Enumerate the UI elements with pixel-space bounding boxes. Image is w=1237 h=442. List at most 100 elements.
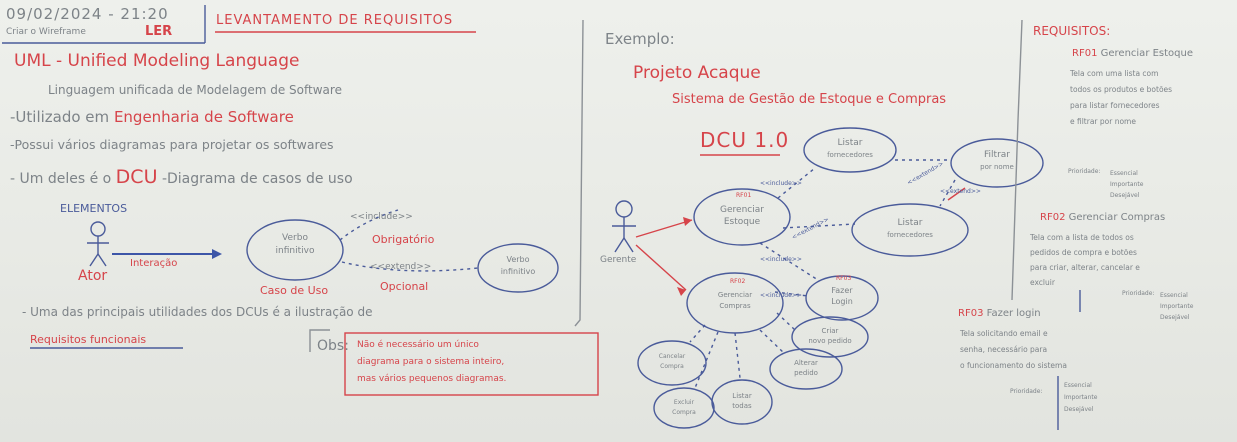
rf02-heading: RF02 Gerenciar Compras xyxy=(1040,212,1165,223)
center-divider xyxy=(574,19,584,327)
stereo-include-1: <<include>> xyxy=(760,180,802,187)
rf01-opt-2: Importante xyxy=(1110,181,1144,188)
alterar-pedido-ellipse xyxy=(769,348,843,390)
node-gerenciar-estoque-line1: Gerenciar xyxy=(720,205,764,215)
obs-line-2: diagrama para o sistema inteiro, xyxy=(357,357,505,367)
mandatory-label: Obrigatório xyxy=(372,233,435,246)
obs-bracket xyxy=(309,329,330,352)
node-gerenciar-compras-line1: Gerenciar xyxy=(717,291,753,299)
node-filtrar-line1: Filtrar xyxy=(984,150,1010,160)
header-date: 09/02/2024 - 21:20 xyxy=(6,5,169,23)
rf01-priority-label: Prioridade: xyxy=(1068,168,1101,175)
header-subtitle-tag: LER xyxy=(145,24,173,39)
node-cancelar-compra-line2: Compra xyxy=(660,363,684,370)
rf03-heading: RF03 Fazer login xyxy=(958,308,1041,319)
obs-text: Não é necessário um único diagrama para … xyxy=(357,337,506,388)
criar-pedido-ellipse xyxy=(791,316,869,358)
rf01-desc-2: todos os produtos e botões xyxy=(1070,85,1173,94)
example-dashed-relations xyxy=(689,159,956,389)
bullet-utilizado-prefix: -Utilizado em xyxy=(10,108,110,126)
node-gerenciar-estoque-line2: Estoque xyxy=(723,217,761,227)
example-label: Exemplo: xyxy=(605,30,675,48)
filtrar-ellipse xyxy=(950,138,1044,188)
node-criar-pedido-line2: novo pedido xyxy=(808,337,852,345)
bullet-diagramas: -Possui vários diagramas para projetar o… xyxy=(10,137,334,152)
rf01-desc-4: e filtrar por nome xyxy=(1070,117,1136,126)
node-excluir-compra-line1: Excluir xyxy=(673,399,695,406)
rf03-opt-2: Importante xyxy=(1064,394,1098,401)
bullet-utilizado: -Utilizado em Engenharia de Software xyxy=(10,108,294,126)
rf01-heading: RF01 Gerenciar Estoque xyxy=(1072,48,1193,59)
elements-label: ELEMENTOS xyxy=(60,202,128,215)
uml-heading-text: UML - Unified Modeling Language xyxy=(14,51,300,71)
rf02-priority-options: Essencial Importante Desejável xyxy=(1160,290,1193,323)
node-listar-fornecedores-top: Listar fornecedores xyxy=(815,137,885,161)
use-case-ellipse xyxy=(246,219,344,281)
node-gerenciar-estoque: Gerenciar Estoque xyxy=(707,204,777,228)
header-subtitle: Criar o Wireframe xyxy=(6,27,86,37)
verb-circle-text: Verbo infinitivo xyxy=(489,254,547,278)
node-filtrar: Filtrar por nome xyxy=(962,149,1032,173)
node-alterar-pedido: Alterar pedido xyxy=(778,358,834,378)
include-label: <<include>> xyxy=(350,212,413,222)
gerenciar-estoque-ellipse xyxy=(693,188,791,246)
arrowhead-compras xyxy=(677,287,686,296)
node-login-code: RF03 xyxy=(836,275,852,282)
node-listar-todas-line2: todas xyxy=(732,402,752,410)
node-excluir-compra: Excluir Compra xyxy=(659,398,709,418)
rf02-priority-label: Prioridade: xyxy=(1122,290,1155,297)
optional-label: Opcional xyxy=(380,280,429,293)
arrow-to-compras xyxy=(635,244,687,291)
rf02-opt-1: Essencial xyxy=(1160,292,1188,299)
listar-fornecedores-ellipse xyxy=(851,203,969,257)
node-listar-todas: Listar todas xyxy=(717,391,767,411)
node-alterar-pedido-line1: Alterar xyxy=(794,359,818,367)
uml-heading: UML - Unified Modeling Language xyxy=(14,51,299,71)
rf02-desc-2: pedidos de compra e botões xyxy=(1030,248,1137,257)
obs-label: Obs: xyxy=(317,338,349,354)
node-listar-fornecedores: Listar fornecedores xyxy=(870,217,950,241)
project-name: Projeto Acaque xyxy=(633,63,761,83)
rf02-desc-3: para criar, alterar, cancelar e xyxy=(1030,263,1140,272)
dcu-version: DCU 1.0 xyxy=(700,128,790,152)
rf03-title: Fazer login xyxy=(986,308,1041,319)
requirements-title: REQUISITOS: xyxy=(1033,24,1111,38)
node-criar-pedido-line1: Criar xyxy=(821,327,839,335)
rf03-code: RF03 xyxy=(958,308,984,319)
node-cancelar-compra: Cancelar Compra xyxy=(644,352,700,372)
node-listar-fornecedores-line1: Listar xyxy=(897,218,923,228)
node-cancelar-compra-line1: Cancelar xyxy=(658,353,686,360)
rf03-priority-options: Essencial Importante Desejável xyxy=(1064,380,1097,416)
bullet-dcu-suffix: -Diagrama de casos de uso xyxy=(161,171,353,187)
use-case-line-2: infinitivo xyxy=(275,246,315,256)
use-case-line-1: Verbo xyxy=(282,233,308,243)
rf03-desc-2: senha, necessário para xyxy=(960,345,1048,354)
stereo-include-2: <<include>> xyxy=(760,256,802,263)
arrow-filtrar xyxy=(947,187,966,201)
stereo-include-3: <<include>> xyxy=(760,292,802,299)
listar-fornecedores-top-ellipse xyxy=(803,127,897,173)
node-listar-fornecedores-line2: fornecedores xyxy=(887,231,933,239)
bullet-utilizado-highlight: Engenharia de Software xyxy=(113,108,294,126)
arrowhead-estoque xyxy=(683,217,692,226)
bullet-dcu-highlight: DCU xyxy=(115,166,158,188)
requirements-divider xyxy=(1011,19,1023,301)
rf01-opt-3: Desejável xyxy=(1110,192,1140,199)
bullet-dcu-prefix: - Um deles é o xyxy=(10,171,112,187)
rf02-opt-2: Importante xyxy=(1160,303,1194,310)
use-case-label: Caso de Uso xyxy=(260,284,329,297)
gerente-label: Gerente xyxy=(600,255,637,265)
rf02-desc-4: excluir xyxy=(1030,278,1055,287)
rf03-desc-1: Tela solicitando email e xyxy=(960,329,1048,338)
page-title: LEVANTAMENTO DE REQUISITOS xyxy=(216,13,454,28)
node-fazer-login: Fazer Login xyxy=(817,285,867,307)
functions-text: - Uma das principais utilidades dos DCUs… xyxy=(22,305,373,319)
rf02-desc-1: Tela com a lista de todos os xyxy=(1030,233,1134,242)
rf01-desc-3: para listar fornecedores xyxy=(1070,101,1160,110)
excluir-compra-ellipse xyxy=(653,387,715,429)
interaction-label: Interação xyxy=(130,258,178,269)
obs-box xyxy=(344,332,599,396)
gerente-figure xyxy=(612,200,636,253)
rf02-code: RF02 xyxy=(1040,212,1066,223)
